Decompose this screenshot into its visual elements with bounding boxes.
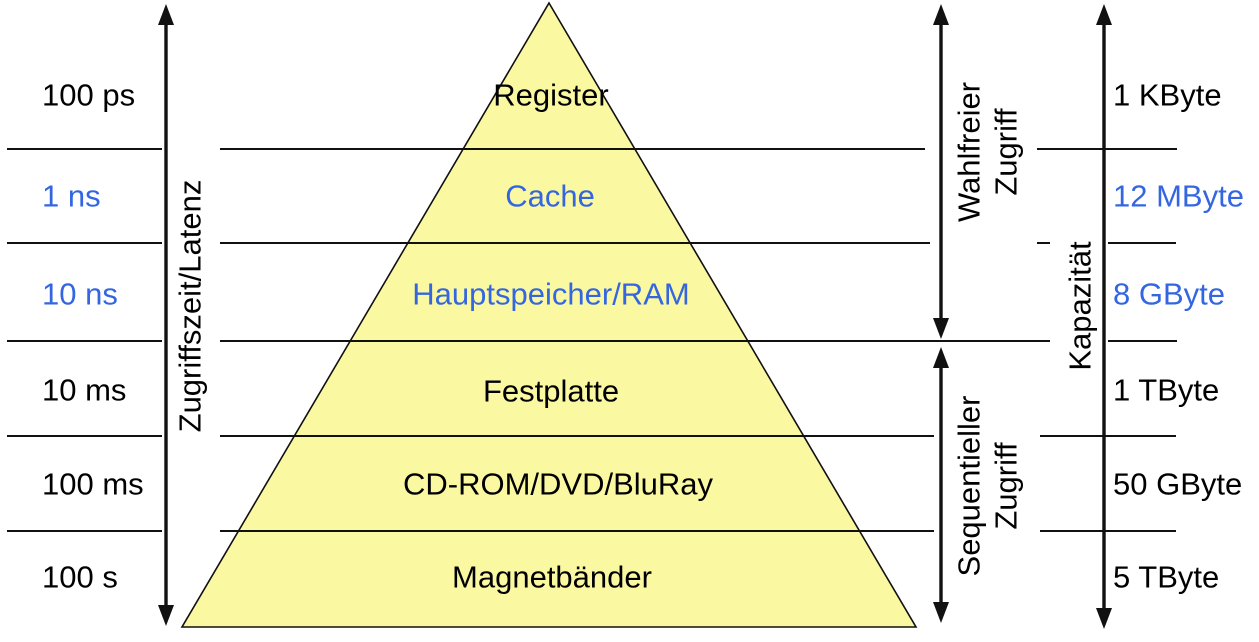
level-label-cache: Cache — [505, 178, 595, 214]
random-access-label-line1: Wahlfreier — [951, 81, 987, 223]
capacity-cache: 12 MByte — [1113, 178, 1244, 214]
pyramid-shape — [180, 1, 918, 628]
access-time-optical: 100 ms — [42, 466, 144, 502]
access-time-tape: 100 s — [42, 559, 118, 595]
capacity-axis-arrow — [1096, 4, 1112, 629]
sequential-access-label-line1: Sequentieller — [951, 395, 987, 577]
access-time-hdd: 10 ms — [42, 372, 127, 408]
sequential-access-label-line2: Zugriff — [988, 442, 1023, 530]
access-time-axis-arrow — [158, 4, 174, 626]
capacity-ram: 8 GByte — [1113, 276, 1225, 312]
random-access-label: Wahlfreier Zugriff — [951, 82, 1024, 222]
capacity-tape: 5 TByte — [1113, 559, 1220, 595]
level-label-hdd: Festplatte — [482, 373, 620, 409]
level-label-optical: CD-ROM/DVD/BluRay — [402, 466, 714, 502]
capacity-axis-label: Kapazität — [1062, 241, 1098, 371]
capacity-optical: 50 GByte — [1113, 466, 1243, 502]
random-access-label-line2: Zugriff — [988, 108, 1023, 196]
access-time-axis-label: Zugriffszeit/Latenz — [172, 179, 208, 433]
capacity-register: 1 KByte — [1113, 77, 1222, 113]
level-label-tape: Magnetbänder — [452, 559, 652, 595]
capacity-hdd: 1 TByte — [1113, 372, 1220, 408]
sequential-access-arrow — [933, 347, 949, 623]
random-access-arrow — [933, 4, 949, 339]
access-time-register: 100 ps — [42, 77, 136, 113]
level-label-register: Register — [493, 77, 609, 113]
sequential-access-label: Sequentieller Zugriff — [951, 396, 1024, 577]
access-time-ram: 10 ns — [42, 276, 118, 312]
level-label-ram: Hauptspeicher/RAM — [412, 276, 690, 312]
access-time-cache: 1 ns — [42, 178, 101, 214]
